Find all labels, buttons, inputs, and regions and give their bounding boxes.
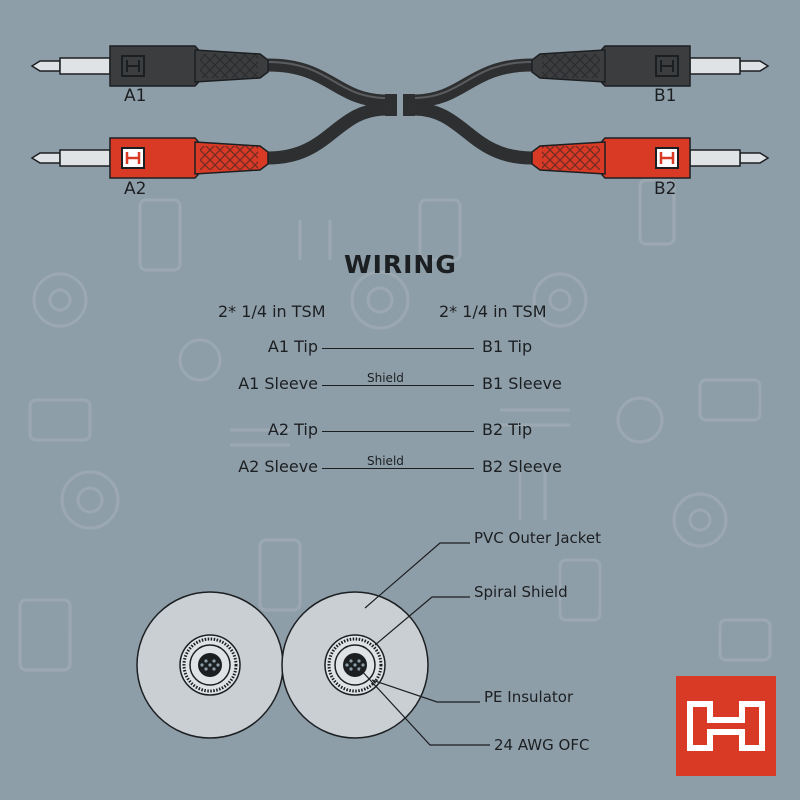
plug-a2-icon (30, 137, 269, 179)
layer-label-conductor: 24 AWG OFC (494, 736, 590, 754)
plug-b1-label: B1 (654, 86, 677, 106)
wiring-right-pin: B1 Tip (482, 337, 533, 356)
wiring-right-pin: B2 Sleeve (482, 457, 562, 476)
layer-label-insulator: PE Insulator (484, 688, 574, 706)
background-pattern (18, 178, 772, 672)
plug-b2-label: B2 (654, 179, 677, 199)
shield-label: Shield (367, 371, 404, 385)
plug-a2-label: A2 (124, 179, 147, 199)
wiring-left-pin: A2 Tip (267, 420, 318, 439)
left-connector-header: 2* 1/4 in TSM (218, 302, 326, 321)
wiring-left-pin: A1 Sleeve (238, 374, 318, 393)
wiring-left-pin: A1 Tip (267, 337, 318, 356)
layer-label-jacket: PVC Outer Jacket (474, 529, 602, 547)
plug-b1-icon (531, 45, 770, 87)
hosa-logo-icon (676, 676, 776, 776)
wiring-left-pin: A2 Sleeve (238, 457, 318, 476)
right-connector-header: 2* 1/4 in TSM (439, 302, 547, 321)
wire-line (322, 348, 474, 349)
wire-line (322, 468, 474, 469)
cable-cross-section-icon (136, 591, 429, 739)
leader-lines (359, 542, 490, 746)
shield-label: Shield (367, 454, 404, 468)
wiring-right-pin: B2 Tip (482, 420, 533, 439)
wiring-right-pin: B1 Sleeve (482, 374, 562, 393)
layer-label-shield: Spiral Shield (474, 583, 568, 601)
wire-line (322, 431, 474, 432)
plug-b2-icon (531, 137, 770, 179)
cables (267, 58, 533, 165)
wire-line (322, 385, 474, 386)
wiring-title: WIRING (344, 250, 457, 279)
plug-a1-label: A1 (124, 86, 147, 106)
plug-a1-icon (30, 45, 269, 87)
